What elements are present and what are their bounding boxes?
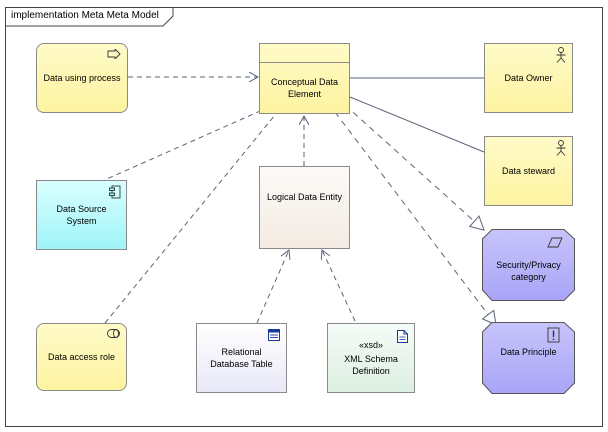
document-icon — [397, 330, 408, 343]
node-data-principle[interactable]: Data Principle — [482, 322, 575, 394]
node-label: Security/Privacy category — [496, 260, 561, 282]
node-label: Data Source System — [56, 204, 107, 226]
stereotype-label: «xsd» — [358, 340, 384, 350]
node-data-source-system[interactable]: Data Source System — [36, 180, 127, 250]
node-label: Data Owner — [504, 73, 553, 83]
node-relational-database-table[interactable]: Relational Database Table — [196, 323, 287, 393]
class-header-compartment — [260, 44, 349, 63]
node-logical-data-entity[interactable]: Logical Data Entity — [259, 166, 350, 249]
table-icon — [268, 329, 280, 341]
node-label: Relational Database Table — [210, 347, 273, 369]
link-steward-to-cde — [349, 96, 485, 153]
principle-icon — [547, 327, 560, 343]
parallelogram-icon — [547, 237, 563, 248]
node-data-using-process[interactable]: Data using process — [36, 43, 128, 113]
link-table-to-lde — [256, 250, 289, 324]
node-label: Logical Data Entity — [266, 192, 343, 202]
diagram-title: implementation Meta Meta Model — [11, 10, 159, 21]
node-xml-schema-definition[interactable]: «xsd» XML Schema Definition — [327, 323, 415, 393]
node-label: Data Principle — [500, 347, 557, 357]
component-icon — [109, 185, 121, 199]
node-label: Data steward — [501, 166, 556, 176]
diagram-frame — [5, 7, 603, 427]
link-cde-to-security — [344, 104, 485, 231]
node-data-access-role[interactable]: Data access role — [36, 323, 127, 391]
link-cde-to-principle — [334, 111, 497, 326]
link-access-to-cde — [104, 104, 284, 324]
node-security-privacy-category[interactable]: Security/Privacy category — [482, 229, 575, 301]
actor-icon — [556, 47, 566, 63]
role-icon — [107, 329, 120, 338]
process-arrow-icon — [107, 49, 121, 59]
node-data-principle-shape — [482, 322, 575, 394]
node-security-privacy-shape — [482, 229, 575, 301]
node-conceptual-data-element[interactable]: Conceptual Data Element — [259, 43, 350, 114]
node-data-owner[interactable]: Data Owner — [484, 43, 573, 113]
frame-tab-outline — [5, 7, 174, 27]
node-data-steward[interactable]: Data steward — [484, 136, 573, 206]
actor-icon — [556, 140, 566, 156]
link-xml-to-lde — [322, 250, 356, 322]
link-source-to-cde — [99, 104, 276, 183]
node-label: Conceptual Data Element — [270, 77, 339, 99]
node-label: Data using process — [43, 73, 121, 83]
node-label: XML Schema Definition — [344, 354, 398, 376]
node-label: Data access role — [47, 352, 116, 362]
